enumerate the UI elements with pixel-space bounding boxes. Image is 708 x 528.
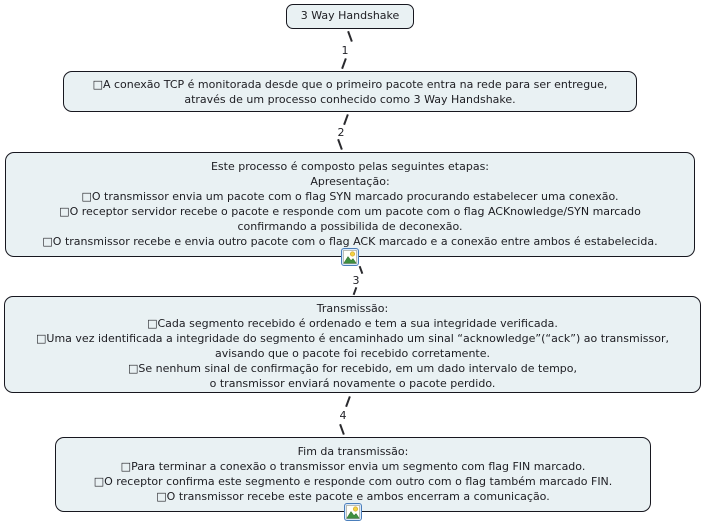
node-text-line: o transmissor enviará novamente o pacote… xyxy=(209,377,496,390)
connector-line-segment xyxy=(358,265,363,275)
node-transmissao[interactable]: Transmissão: □Cada segmento recebido é o… xyxy=(4,296,701,393)
connector-line-segment xyxy=(336,139,343,150)
node-text-line: □Para terminar a conexão o transmissor e… xyxy=(120,460,586,473)
image-placeholder-icon[interactable] xyxy=(341,248,359,266)
node-text-line: □O receptor servidor recebe o pacote e r… xyxy=(59,205,641,218)
connector-line-segment xyxy=(342,114,349,125)
connector-line-segment xyxy=(340,58,347,69)
root-node-label: 3 Way Handshake xyxy=(300,9,400,22)
connector-line-segment xyxy=(344,396,351,407)
connector-line-segment xyxy=(338,424,345,435)
connector-number: 3 xyxy=(352,274,360,287)
node-text-line: através de um processo conhecido como 3 … xyxy=(184,93,516,106)
node-text-line: Fim da transmissão: xyxy=(297,445,409,458)
node-text-line: □Cada segmento recebido é ordenado e tem… xyxy=(147,317,558,330)
node-text-line: □O receptor confirma este segmento e res… xyxy=(93,475,613,488)
root-node-3-way-handshake[interactable]: 3 Way Handshake xyxy=(286,4,414,29)
node-text-line: Este processo é composto pelas seguintes… xyxy=(210,160,490,173)
connector-4: 4 xyxy=(331,396,355,435)
connector-number: 1 xyxy=(341,43,349,57)
node-text-line: □O transmissor envia um pacote com o fla… xyxy=(81,190,619,203)
node-text-line: avisando que o pacote foi recebido corre… xyxy=(215,347,490,360)
connector-2: 2 xyxy=(329,114,353,150)
node-text-line: □O transmissor recebe este pacote e ambo… xyxy=(156,490,550,503)
connector-line-segment xyxy=(352,286,357,296)
node-fim-da-transmissao[interactable]: Fim da transmissão: □Para terminar a con… xyxy=(55,437,651,521)
node-text-line: confirmando a possibilida de deconexão. xyxy=(237,220,463,233)
connector-3: 3 xyxy=(344,265,368,296)
connector-1: 1 xyxy=(333,31,357,69)
node-text-line: □Uma vez identificada a integridade do s… xyxy=(36,332,669,345)
image-placeholder-icon[interactable] xyxy=(344,503,362,521)
node-text-line: Transmissão: xyxy=(316,302,389,315)
node-apresentacao[interactable]: Este processo é composto pelas seguintes… xyxy=(5,152,695,266)
node-text-line: □A conexão TCP é monitorada desde que o … xyxy=(92,78,608,91)
node-text-line: □O transmissor recebe e envia outro paco… xyxy=(42,235,658,248)
node-intro[interactable]: □A conexão TCP é monitorada desde que o … xyxy=(63,71,637,112)
connector-number: 2 xyxy=(337,125,345,139)
node-text-line: □Se nenhum sinal de confirmação for rece… xyxy=(127,362,578,375)
connector-line-segment xyxy=(346,31,353,42)
connector-number: 4 xyxy=(339,409,347,422)
node-text-line: Apresentação: xyxy=(310,175,390,188)
